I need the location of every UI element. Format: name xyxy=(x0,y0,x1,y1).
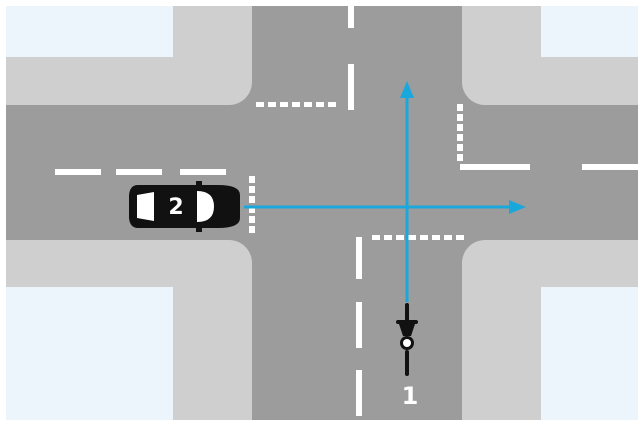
yield-line-dash xyxy=(456,235,464,240)
yield-line-dash xyxy=(316,102,324,107)
block-bottom-left xyxy=(6,287,173,420)
yield-line-dash xyxy=(256,102,264,107)
yield-line-north xyxy=(256,102,336,107)
yield-line-dash xyxy=(268,102,276,107)
arrowhead-north xyxy=(400,81,414,98)
bicycle-front-wheel xyxy=(405,303,409,322)
arrowhead-east xyxy=(509,200,526,214)
car-path-arrow xyxy=(244,200,526,214)
car-mirror xyxy=(196,227,202,232)
lane-dash xyxy=(116,169,162,175)
yield-line-dash xyxy=(420,235,428,240)
lane-dash xyxy=(460,164,530,170)
yield-line-dash xyxy=(249,196,255,203)
lane-markings xyxy=(55,6,638,416)
yield-line-dash xyxy=(328,102,336,107)
yield-line-dash xyxy=(408,235,416,240)
car-mirror xyxy=(196,181,202,186)
lane-dash xyxy=(55,169,101,175)
yield-line-dash xyxy=(457,104,463,111)
yield-line-dash xyxy=(280,102,288,107)
bicycle-rider-helmet xyxy=(403,339,411,347)
yield-line-dash xyxy=(396,235,404,240)
yield-line-dash xyxy=(457,154,463,161)
yield-line-dash xyxy=(457,114,463,121)
block-top-left xyxy=(6,6,173,57)
yield-line-dash xyxy=(249,226,255,233)
bicycle-rider xyxy=(399,324,415,336)
yield-line-dash xyxy=(432,235,440,240)
block-bottom-right xyxy=(541,287,638,420)
lane-dash xyxy=(348,6,354,28)
lane-dash xyxy=(348,64,354,110)
lane-dash xyxy=(180,169,226,175)
yield-line-dash xyxy=(304,102,312,107)
yield-line-dash xyxy=(249,176,255,183)
yield-line-dash xyxy=(372,235,380,240)
yield-lines xyxy=(249,102,464,240)
car-body xyxy=(129,185,240,228)
yield-line-east xyxy=(457,104,463,161)
road-surface xyxy=(6,6,638,420)
bicycle-path-arrow xyxy=(400,81,414,302)
yield-line-dash xyxy=(457,124,463,131)
yield-line-dash xyxy=(384,235,392,240)
car-rear-window xyxy=(137,192,154,221)
yield-line-dash xyxy=(444,235,452,240)
block-top-right xyxy=(541,6,638,57)
bicycle-handlebar xyxy=(396,320,418,324)
lane-dash xyxy=(356,237,362,279)
yield-line-dash xyxy=(249,186,255,193)
bicycle-label: 1 xyxy=(402,382,419,410)
car-windshield xyxy=(197,191,214,222)
car-icon: 2 xyxy=(129,181,240,232)
car-label: 2 xyxy=(168,195,183,220)
yield-line-south xyxy=(372,235,464,240)
bicycle-icon xyxy=(396,303,418,376)
bicycle-rear-wheel xyxy=(405,350,409,376)
yield-line-dash xyxy=(457,134,463,141)
lane-dash xyxy=(356,370,362,416)
lane-dash xyxy=(356,302,362,348)
yield-line-dash xyxy=(292,102,300,107)
yield-line-west xyxy=(249,176,255,233)
yield-line-dash xyxy=(457,144,463,151)
yield-line-dash xyxy=(249,216,255,223)
lane-dash xyxy=(582,164,638,170)
yield-line-dash xyxy=(249,206,255,213)
